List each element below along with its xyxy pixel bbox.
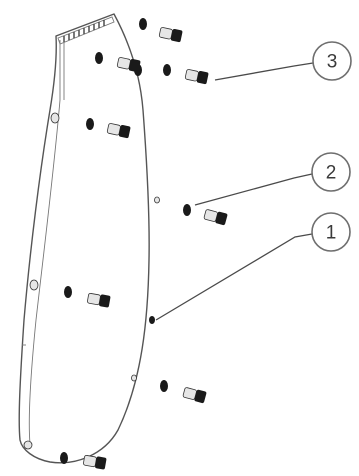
cover-panel xyxy=(18,13,160,464)
screw xyxy=(184,69,209,85)
screw xyxy=(182,387,207,404)
callout-2: 2 xyxy=(311,152,351,192)
screw xyxy=(116,57,141,73)
callout-1: 1 xyxy=(311,212,351,252)
callout-label-1: 1 xyxy=(326,223,337,244)
screw xyxy=(106,123,131,139)
screw xyxy=(87,292,111,308)
callout-label-2: 2 xyxy=(326,163,337,184)
leader-lines xyxy=(155,62,314,321)
callout-3: 3 xyxy=(312,41,352,81)
leader-line-1 xyxy=(155,233,313,321)
leader-line-2 xyxy=(194,173,313,206)
vent-slots xyxy=(63,20,105,42)
leader-line-3 xyxy=(214,62,314,81)
screws xyxy=(83,27,228,470)
screw xyxy=(83,454,107,470)
screw xyxy=(203,209,228,226)
callout-label-3: 3 xyxy=(327,52,338,73)
grommets xyxy=(60,18,191,464)
screw xyxy=(158,27,183,43)
